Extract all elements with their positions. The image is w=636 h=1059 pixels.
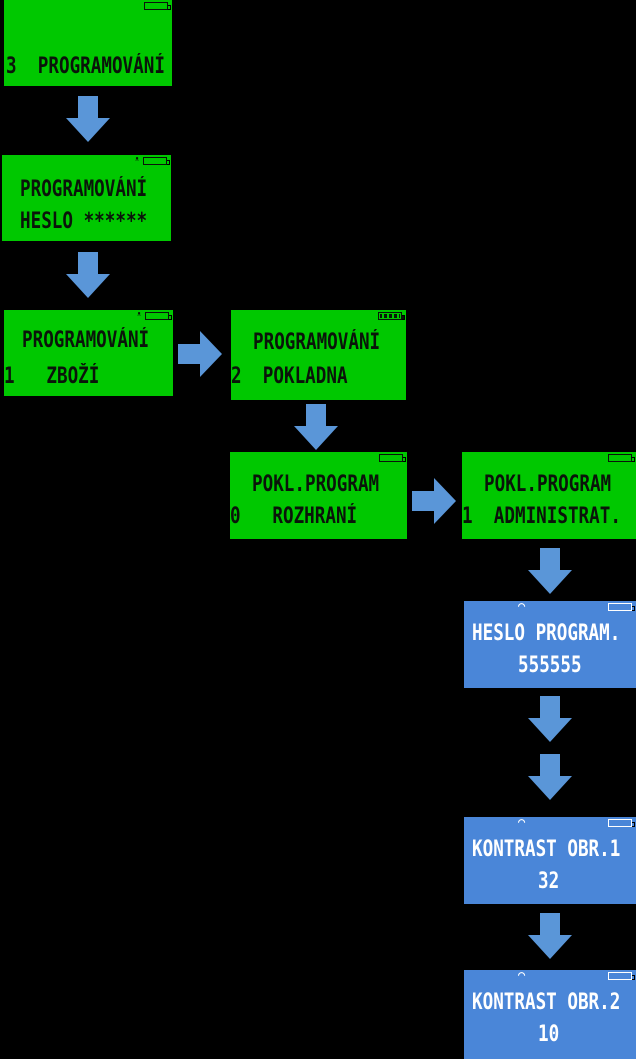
screen-line-1: PROGRAMOVÁNÍ: [253, 330, 381, 355]
arrow-down-icon: [528, 548, 572, 594]
lcd-screen-administration: POKL.PROGRAM 1 ADMINISTRAT.: [462, 452, 636, 539]
arrow-down-icon: [294, 404, 338, 450]
lcd-screen-cashregister: PROGRAMOVÁNÍ 2 POKLADNA: [231, 310, 406, 400]
screen-line-2: 1 ZBOŽÍ: [4, 364, 100, 389]
lcd-screen-contrast-2: ◠ KONTRAST OBR.2 10: [464, 968, 636, 1059]
battery-icon: [379, 454, 406, 462]
lcd-screen-contrast-1: ◠ KONTRAST OBR.1 32: [464, 815, 636, 904]
signal-icon: ᵜ: [135, 153, 139, 167]
screen-line-2: 2 POKLADNA: [231, 364, 348, 389]
screen-line-1: PROGRAMOVÁNÍ: [22, 328, 150, 353]
signal-icon: ◠: [518, 599, 526, 613]
arrow-down-icon: [528, 913, 572, 959]
lcd-screen-program-password: ◠ HESLO PROGRAM. 555555: [464, 599, 636, 688]
lcd-screen-programming-menu: 3 PROGRAMOVÁNÍ: [4, 0, 172, 86]
lcd-screen-goods: ᵜ PROGRAMOVÁNÍ 1 ZBOŽÍ: [4, 308, 173, 396]
battery-icon: [144, 2, 171, 10]
battery-icon: [608, 603, 635, 611]
screen-line-1: POKL.PROGRAM: [484, 472, 612, 497]
lcd-screen-password: ᵜ PROGRAMOVÁNÍ HESLO ******: [2, 153, 171, 241]
battery-icon: [145, 312, 172, 320]
screen-line-2: HESLO ******: [20, 209, 148, 234]
lcd-screen-interface: POKL.PROGRAM 0 ROZHRANÍ: [230, 452, 407, 539]
screen-line-2: 1 ADMINISTRAT.: [462, 504, 621, 529]
battery-icon: [608, 972, 635, 980]
signal-icon: ᵜ: [137, 308, 141, 322]
arrow-right-icon: [412, 478, 456, 524]
screen-line-1: KONTRAST OBR.1: [472, 837, 621, 862]
arrow-right-icon: [178, 331, 222, 377]
arrow-down-icon: [528, 754, 572, 800]
screen-line-1: PROGRAMOVÁNÍ: [20, 177, 148, 202]
screen-line-2: 555555: [518, 653, 582, 678]
screen-line-1: HESLO PROGRAM.: [472, 621, 621, 646]
screen-line-2: 32: [538, 869, 560, 894]
battery-icon: [608, 454, 635, 462]
screen-line-2: 3 PROGRAMOVÁNÍ: [6, 54, 165, 79]
arrow-down-icon: [528, 696, 572, 742]
battery-icon: [143, 157, 170, 165]
signal-icon: ◠: [518, 968, 526, 982]
battery-icon: [608, 819, 635, 827]
arrow-down-icon: [66, 252, 110, 298]
battery-icon: [378, 312, 405, 320]
screen-line-2: 0 ROZHRANÍ: [230, 504, 358, 529]
arrow-down-icon: [66, 96, 110, 142]
screen-line-2: 10: [538, 1022, 560, 1047]
signal-icon: ◠: [518, 815, 526, 829]
screen-line-1: KONTRAST OBR.2: [472, 990, 621, 1015]
screen-line-1: POKL.PROGRAM: [252, 472, 380, 497]
